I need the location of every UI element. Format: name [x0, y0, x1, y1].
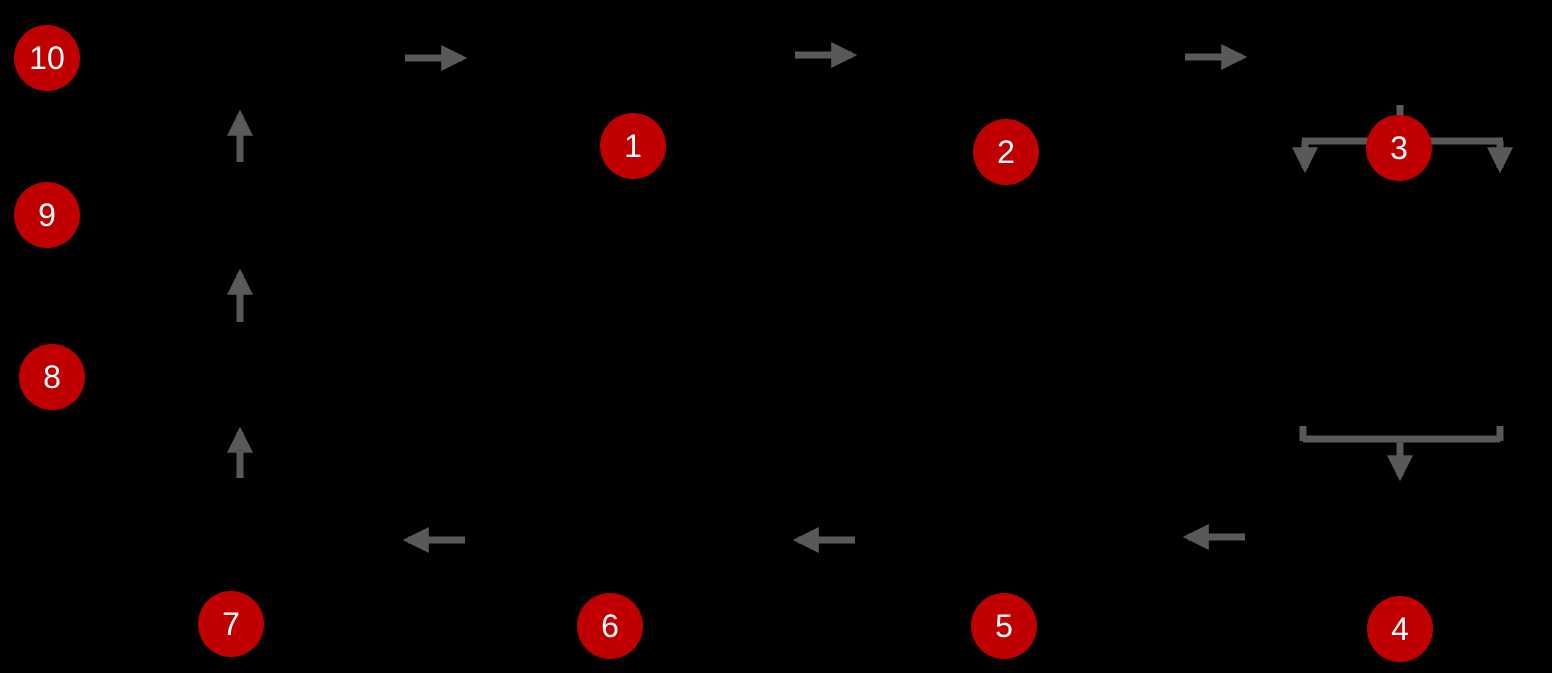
badge-2: 2	[973, 119, 1039, 185]
badge-6: 6	[577, 593, 643, 659]
badge-1: 1	[600, 113, 666, 179]
badge-9: 9	[14, 182, 80, 248]
badge-5: 5	[971, 593, 1037, 659]
badge-10: 10	[14, 25, 80, 91]
badge-7: 7	[198, 591, 264, 657]
badge-4: 4	[1367, 596, 1433, 662]
badge-8: 8	[19, 344, 85, 410]
badge-3: 3	[1366, 115, 1432, 181]
